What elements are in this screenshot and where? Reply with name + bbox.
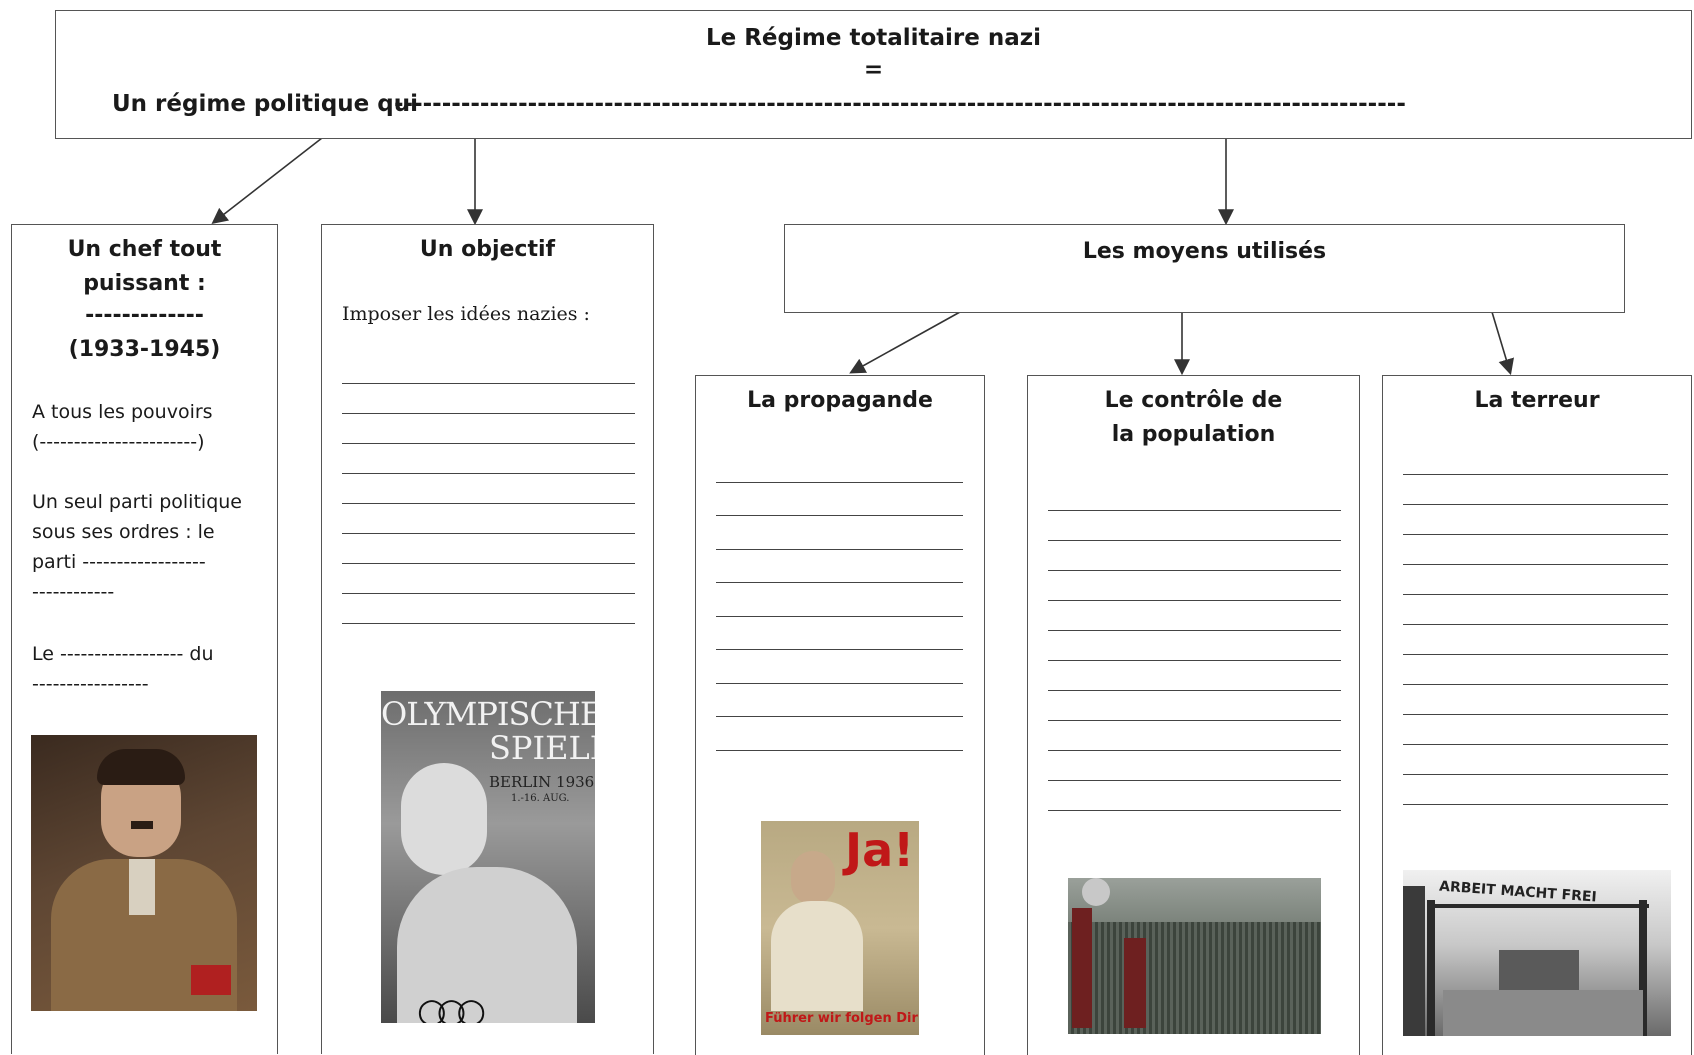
gate-sign-text: ARBEIT MACHT FREI <box>1438 878 1598 906</box>
equals-sign: = <box>863 57 884 83</box>
controle-answer-line <box>1048 660 1341 661</box>
objectif-answer-line <box>342 533 635 534</box>
terreur-answer-line <box>1403 654 1668 655</box>
chef-title-blank-line2: ----------------- <box>32 673 149 695</box>
terreur-answer-line <box>1403 804 1668 805</box>
definition-blank: ----------------------------------------… <box>394 91 1406 117</box>
objectif-answer-line <box>342 623 635 624</box>
poster-bottom-text: Führer wir folgen Dir! <box>765 1011 919 1026</box>
terreur-box: La terreur ARBEIT MACHT FREI <box>1382 375 1692 1055</box>
chef-name-blank: ------------- <box>85 303 204 328</box>
terreur-answer-line <box>1403 774 1668 775</box>
controle-answer-line <box>1048 540 1341 541</box>
controle-title-line2: la population <box>1111 422 1276 447</box>
nuremberg-rally-image <box>1068 878 1321 1034</box>
diagram-title: Le Régime totalitaire nazi <box>705 25 1042 51</box>
controle-answer-line <box>1048 720 1341 721</box>
propagande-answer-line <box>716 616 963 617</box>
controle-title-line1: Le contrôle de <box>1104 388 1283 413</box>
controle-box: Le contrôle de la population <box>1027 375 1360 1055</box>
chef-party-line1: Un seul parti politique <box>32 491 242 513</box>
terreur-answer-line <box>1403 504 1668 505</box>
terreur-answer-line <box>1403 744 1668 745</box>
objectif-answer-line <box>342 593 635 594</box>
propagande-answer-line <box>716 750 963 751</box>
chef-title-blank-line1: Le ------------------ du <box>32 643 214 665</box>
terreur-title: La terreur <box>1474 388 1600 413</box>
objectif-subtitle: Imposer les idées nazies : <box>342 303 590 325</box>
chef-powers-line1: A tous les pouvoirs <box>32 401 213 423</box>
header-box: Le Régime totalitaire nazi = Un régime p… <box>55 10 1692 139</box>
arrow-to-chef <box>211 137 323 224</box>
terreur-answer-line <box>1403 564 1668 565</box>
propagande-answer-line <box>716 716 963 717</box>
chef-years: (1933-1945) <box>68 337 221 362</box>
controle-answer-line <box>1048 600 1341 601</box>
poster-text-line4: 1.-16. AUG. <box>511 793 570 804</box>
objectif-answer-line <box>342 383 635 384</box>
controle-answer-line <box>1048 810 1341 811</box>
arrow-to-terreur <box>1491 311 1514 376</box>
terreur-answer-line <box>1403 714 1668 715</box>
controle-answer-line <box>1048 510 1341 511</box>
terreur-answer-line <box>1403 474 1668 475</box>
propagande-answer-line <box>716 683 963 684</box>
controle-answer-line <box>1048 630 1341 631</box>
objectif-answer-line <box>342 443 635 444</box>
olympic-rings-icon: ○○○ <box>417 991 486 1023</box>
moyens-box: Les moyens utilisés <box>784 224 1625 313</box>
camp-gate-image: ARBEIT MACHT FREI <box>1403 870 1671 1036</box>
terreur-answer-line <box>1403 594 1668 595</box>
olympics-poster-image: OLYMPISCHE SPIELE BERLIN 1936 1.-16. AUG… <box>381 691 595 1023</box>
terreur-answer-line <box>1403 624 1668 625</box>
propagande-answer-line <box>716 549 963 550</box>
hitler-portrait-image <box>31 735 257 1011</box>
poster-text-line2: SPIELE <box>489 729 595 767</box>
chef-party-line4: ------------ <box>32 581 115 603</box>
controle-answer-line <box>1048 690 1341 691</box>
arrow-to-propagande <box>849 311 961 374</box>
objectif-box: Un objectif Imposer les idées nazies : O… <box>321 224 654 1054</box>
chef-title-line1: Un chef tout <box>67 237 222 262</box>
controle-answer-line <box>1048 750 1341 751</box>
propagande-title: La propagande <box>747 388 933 413</box>
poster-text-line1: OLYMPISCHE <box>381 695 595 733</box>
chef-party-line2: sous ses ordres : le <box>32 521 215 543</box>
objectif-answer-line <box>342 473 635 474</box>
chef-title-line2: puissant : <box>83 271 206 296</box>
propagande-answer-line <box>716 582 963 583</box>
objectif-answer-line <box>342 413 635 414</box>
moyens-title: Les moyens utilisés <box>1082 239 1327 264</box>
controle-answer-line <box>1048 780 1341 781</box>
propaganda-poster-image: Ja! Führer wir folgen Dir! <box>761 821 919 1035</box>
chef-party-line3: parti ------------------ <box>32 551 206 573</box>
poster-ja-text: Ja! <box>845 823 915 877</box>
chef-powers-line2: (-----------------------) <box>32 431 205 453</box>
definition-prefix: Un régime politique qui <box>112 91 418 117</box>
propagande-answer-line <box>716 482 963 483</box>
objectif-answer-line <box>342 503 635 504</box>
propagande-box: La propagande Ja! Führer wir folgen Dir! <box>695 375 985 1055</box>
objectif-title: Un objectif <box>419 237 556 262</box>
propagande-answer-line <box>716 515 963 516</box>
propagande-answer-line <box>716 649 963 650</box>
chef-box: Un chef tout puissant : ------------- (1… <box>11 224 278 1054</box>
terreur-answer-line <box>1403 684 1668 685</box>
poster-text-line3: BERLIN 1936 <box>489 773 595 791</box>
controle-answer-line <box>1048 570 1341 571</box>
objectif-answer-line <box>342 563 635 564</box>
terreur-answer-line <box>1403 534 1668 535</box>
